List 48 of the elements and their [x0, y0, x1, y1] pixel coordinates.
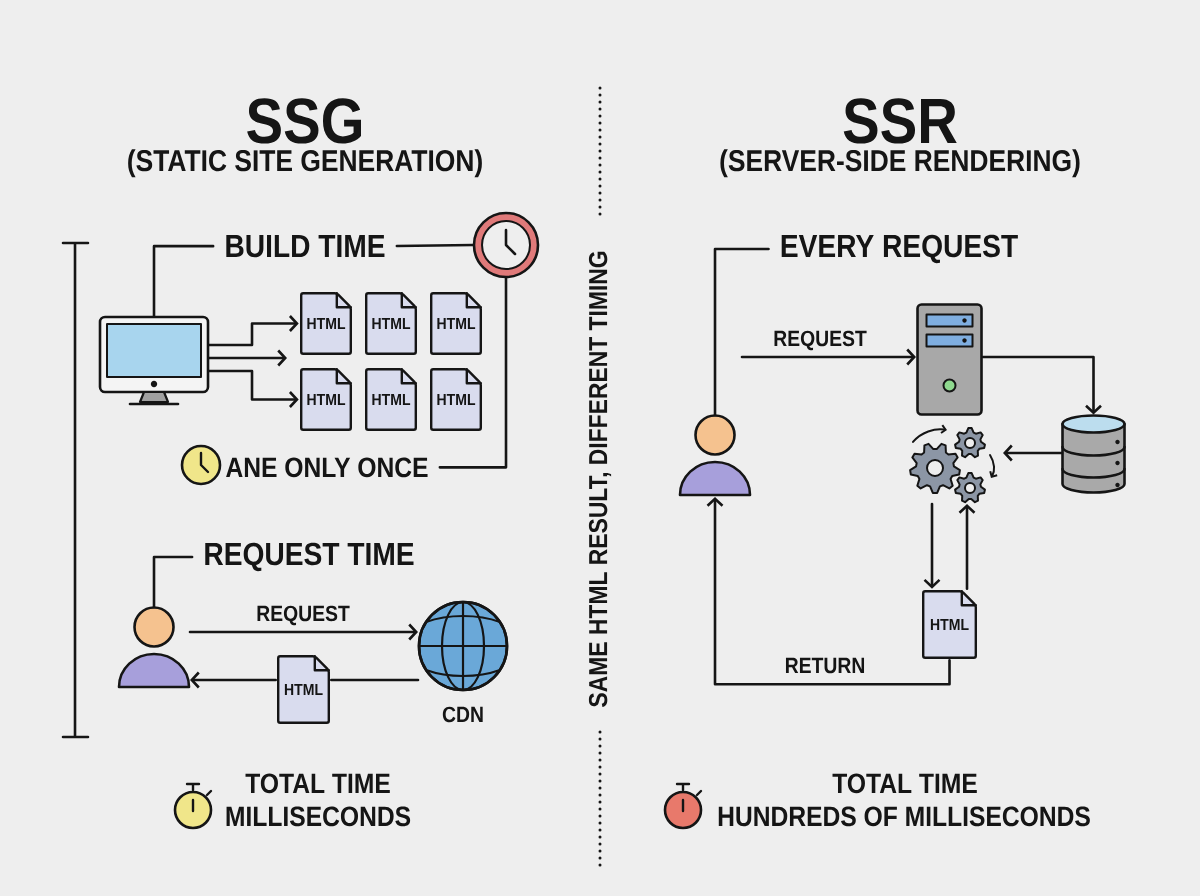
server-icon: [916, 303, 983, 416]
subtitle: (STATIC SITE GENERATION): [128, 149, 482, 178]
arrow: [207, 369, 299, 408]
summary-text: TOTAL TIME: [832, 773, 977, 794]
title: SSR: [843, 98, 957, 144]
html-document: HTML: [300, 292, 352, 355]
summary-text: TOTAL TIME: [245, 773, 390, 794]
arrow: [981, 355, 1102, 415]
database-icon: [1061, 414, 1126, 494]
edge-label: REQUEST: [254, 603, 352, 628]
html-document: HTML: [365, 368, 417, 431]
arrow: [958, 504, 976, 590]
arrow: [923, 502, 941, 589]
heading: BUILD TIME: [226, 235, 385, 258]
connector-line: [152, 244, 215, 318]
arrow: [706, 497, 951, 686]
heading: REQUEST TIME: [205, 542, 414, 572]
html-document: HTML: [365, 292, 417, 355]
html-document: HTML: [430, 368, 482, 431]
vertical-caption: SAME HTML RESULT, DIFFERENT TIMING: [588, 251, 612, 707]
html-document: HTML: [277, 655, 330, 724]
summary-text: MILLISECONDS: [226, 806, 411, 827]
html-document: HTML: [922, 590, 977, 659]
person-icon: [678, 414, 752, 497]
note-text: ANE ONLY ONCE: [226, 457, 428, 478]
edge-label: REQUEST: [771, 328, 869, 353]
connector-line: [713, 247, 770, 417]
caption-text: CDN: [442, 706, 483, 723]
arrow: [207, 349, 287, 367]
clock-icon: [472, 211, 540, 279]
arrow: [207, 315, 299, 347]
connector-line: [395, 243, 475, 248]
monitor-icon: [98, 315, 210, 406]
subtitle: (SERVER-SIDE RENDERING): [720, 149, 1080, 178]
summary-text: HUNDREDS OF MILLISECONDS: [718, 806, 1090, 827]
html-document: HTML: [430, 292, 482, 355]
person-icon: [117, 606, 191, 689]
arrow: [188, 623, 418, 641]
connector-line: [330, 678, 420, 682]
html-document: HTML: [300, 368, 352, 431]
arrow: [190, 671, 277, 689]
arrow: [740, 348, 916, 366]
arrow: [1003, 444, 1064, 462]
connector-line: [152, 555, 194, 609]
heading: EVERY REQUEST: [781, 234, 1018, 264]
connector-line: [438, 276, 508, 469]
gears-icon: [909, 424, 999, 504]
title: SSG: [247, 98, 361, 144]
